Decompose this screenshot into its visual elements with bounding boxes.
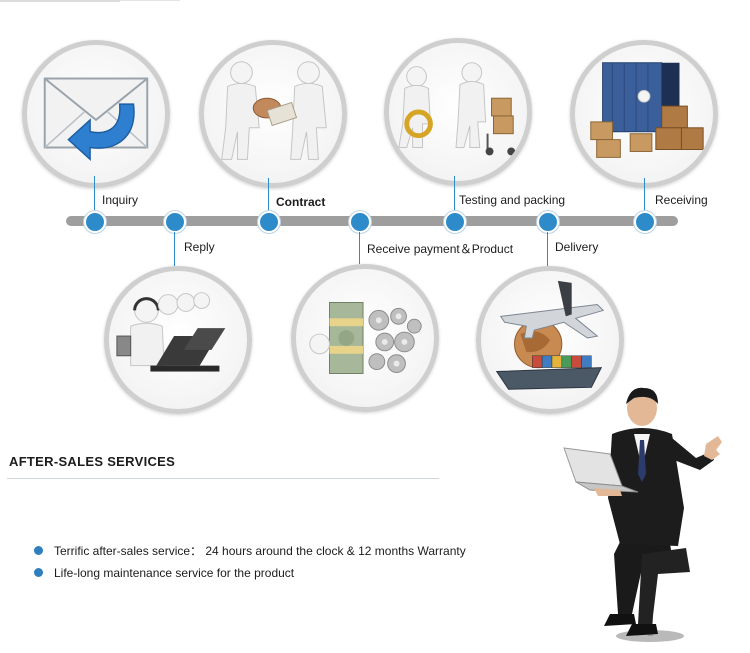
handshake-deal-icon [221,61,327,160]
timeline-node-delivery [537,211,559,233]
receiving-connector [644,178,645,212]
inquiry-connector [94,176,95,212]
envelope-arrow-icon [43,77,149,162]
after-sales-title: AFTER-SALES SERVICES [9,454,176,469]
step-label-delivery: Delivery [555,240,599,254]
reply-illustration [104,266,252,414]
testing-illustration [384,38,532,186]
container-boxes-icon [590,62,704,158]
contract-connector [268,178,269,212]
bullet-icon [34,568,43,578]
step-label-reply: Reply [184,240,215,254]
process-timeline [66,216,678,226]
after-sales-item: Terrific after-sales service： 24 hours a… [34,542,466,559]
timeline-node-receiving [634,211,656,233]
payment-connector [359,232,360,264]
receiving-illustration [570,40,718,188]
timeline-node-inquiry [84,211,106,233]
step-label-payment: Receive payment＆Product [367,242,514,256]
payment-illustration [291,264,439,412]
timeline-node-reply [164,211,186,233]
step-label-testing: Testing and packing [459,193,566,207]
call-center-icon [116,292,226,372]
timeline-node-contract [258,211,280,233]
reply-connector [174,232,175,266]
timeline-node-testing [444,211,466,233]
step-label-inquiry: Inquiry [102,193,139,207]
after-sales-item-text: Terrific after-sales service： 24 hours a… [54,544,466,558]
businessman-laptop-icon [563,387,722,642]
timeline-node-payment [349,211,371,233]
bullet-icon [34,546,43,556]
contract-illustration [199,40,347,188]
businessman-photo [550,378,750,648]
testing-connector [454,176,455,212]
inquiry-illustration [22,40,170,188]
top-divider-accent [0,0,120,2]
plane-ship-globe-icon [495,280,605,390]
delivery-connector [547,232,548,266]
magnifier-boxes-icon [398,62,516,156]
after-sales-item-text: Life-long maintenance service for the pr… [54,566,295,580]
step-label-contract: Contract [276,195,326,209]
after-sales-divider [7,478,439,479]
delivery-illustration [476,266,624,414]
money-gears-icon [309,302,422,374]
after-sales-item: Life-long maintenance service for the pr… [34,566,294,580]
step-label-receiving: Receiving [655,193,708,207]
